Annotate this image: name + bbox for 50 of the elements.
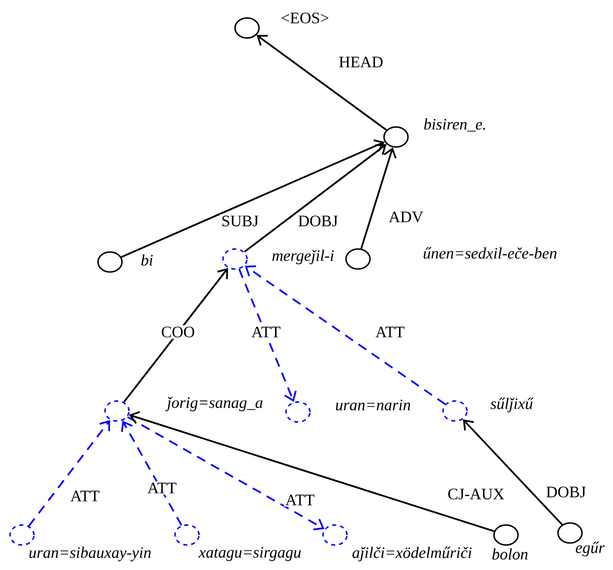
- edge-label: COO: [160, 325, 196, 339]
- edge-label: DOBJ: [544, 485, 588, 499]
- node-label: űnen=sedxil-eče-ben: [424, 247, 557, 259]
- node-label: ǰorig=sanag_a: [165, 396, 262, 412]
- word-node: <EOS>: [234, 12, 328, 39]
- word-node: aǰilči=xödelműriči: [322, 524, 472, 562]
- word-node: ǰorig=sanag_a: [104, 396, 262, 422]
- edge-label: CJ-AUX: [446, 487, 506, 501]
- edge-label: ADV: [387, 210, 425, 224]
- word-node: uran=narin: [285, 400, 410, 423]
- arrow: [238, 268, 297, 402]
- arrow: [244, 144, 387, 253]
- edge-label: ATT: [284, 493, 316, 507]
- node-label: egűr: [576, 542, 605, 556]
- edge-label: ATT: [146, 481, 178, 495]
- node-label: uran=narin: [336, 400, 410, 410]
- word-node: sűlǰixű: [442, 398, 534, 422]
- node-label: uran=sibauxay-yin: [29, 546, 151, 562]
- edge-label: ATT: [69, 489, 101, 503]
- edge-label: ATT: [250, 325, 282, 339]
- word-node: űnen=sedxil-eče-ben: [345, 247, 556, 270]
- word-node: bolon: [492, 524, 528, 560]
- arrow: [462, 419, 563, 526]
- node-label: <EOS>: [282, 12, 328, 24]
- word-node: egűr: [557, 522, 605, 556]
- node-label: bolon: [492, 548, 528, 560]
- arrow: [128, 411, 494, 532]
- edge-label: DOBJ: [296, 214, 340, 228]
- edge-label: ATT: [374, 325, 406, 339]
- arrow: [360, 147, 396, 249]
- word-node: mergeǰil-i: [222, 248, 334, 270]
- node-label: aǰilči=xödelműriči: [352, 546, 472, 562]
- arrow: [28, 420, 110, 526]
- word-node: bi: [97, 251, 153, 273]
- word-node: bisiren_e.: [383, 118, 486, 148]
- arrow: [120, 139, 385, 258]
- arrow: [244, 265, 446, 405]
- arrow: [121, 420, 182, 526]
- edge-label: HEAD: [337, 55, 385, 69]
- node-label: sűlǰixű: [490, 398, 534, 412]
- word-node: xatagu=sirgagu: [174, 524, 301, 561]
- arrow: [123, 268, 228, 403]
- arrow: [256, 34, 387, 131]
- node-label: xatagu=sirgagu: [198, 546, 301, 561]
- node-label: bisiren_e.: [424, 118, 486, 132]
- arrow: [127, 416, 324, 530]
- node-label: mergeǰil-i: [272, 250, 334, 264]
- node-label: bi: [141, 254, 153, 266]
- edge-label: SUBJ: [220, 214, 260, 228]
- word-node: uran=sibauxay-yin: [9, 524, 151, 562]
